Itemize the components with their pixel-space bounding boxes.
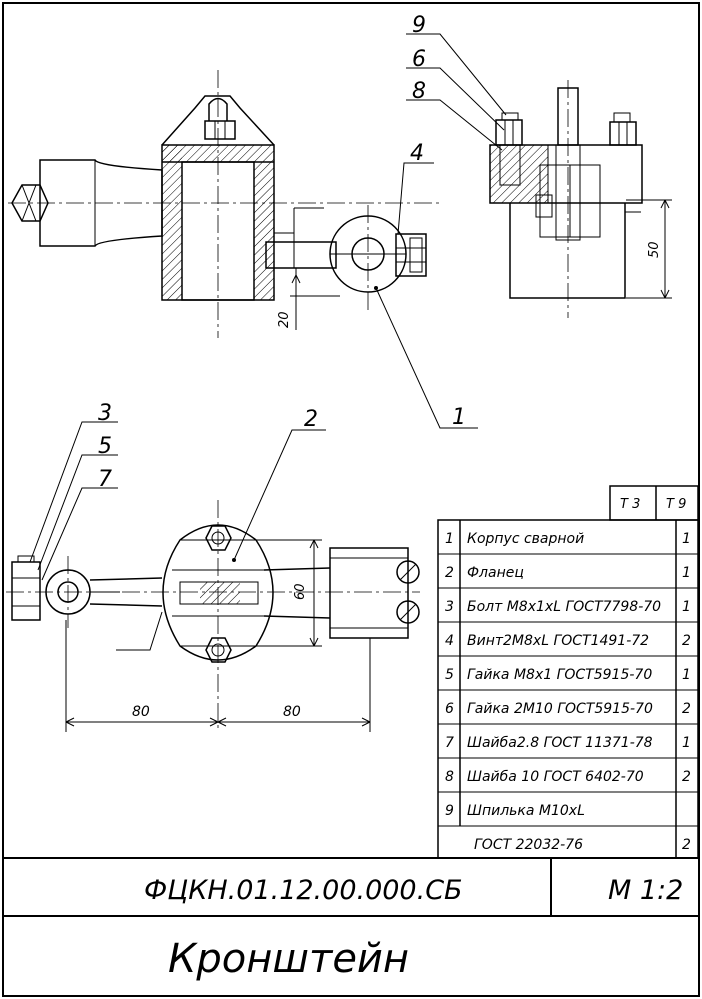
callout-8: 8 xyxy=(412,79,426,104)
callout-5: 5 xyxy=(98,434,112,459)
parts-row-position: 4 xyxy=(445,633,454,649)
parts-row-position: 1 xyxy=(445,531,454,547)
parts-row-position: 7 xyxy=(445,735,454,751)
parts-row-name: Винт2М8хL ГОСТ1491-72 xyxy=(467,633,649,649)
callout-3: 3 xyxy=(98,401,112,426)
parts-row-quantity: 1 xyxy=(682,565,691,581)
parts-row-position: 9 xyxy=(445,803,454,819)
parts-list-table: Т 3 Т 9 1 Корпус сварной 1 2 Фланец 1 3 Болт М8… xyxy=(437,485,699,859)
parts-row-name: Шпилька М10хL xyxy=(467,803,585,819)
parts-row-name: Болт М8х1хL ГОСТ7798-70 xyxy=(467,599,661,615)
parts-row-position: 6 xyxy=(445,701,454,717)
format-label-t9: Т 9 xyxy=(666,497,686,512)
parts-row-quantity: 2 xyxy=(682,837,691,853)
parts-row-name: Гайка 2М10 ГОСТ5915-70 xyxy=(467,701,653,717)
parts-row-quantity: 1 xyxy=(682,599,691,615)
dimension-80-left: 80 xyxy=(132,704,150,720)
callout-4: 4 xyxy=(410,141,424,166)
parts-row-name: Фланец xyxy=(467,565,524,581)
parts-row-position: 2 xyxy=(445,565,454,581)
dimension-labels: 20 50 60 80 80 xyxy=(132,241,662,720)
parts-row-name: Шайба2.8 ГОСТ 11371-78 xyxy=(467,735,653,751)
format-label-t3: Т 3 xyxy=(620,497,640,512)
callout-7: 7 xyxy=(98,467,112,492)
parts-row-quantity: 1 xyxy=(682,735,691,751)
drawing-name: Кронштейн xyxy=(168,936,409,982)
side-view xyxy=(406,33,672,318)
parts-row-quantity: 2 xyxy=(682,701,691,717)
parts-rows: 1 Корпус сварной 1 2 Фланец 1 3 Болт М8х1хL ГОС… xyxy=(445,531,691,853)
callout-6: 6 xyxy=(412,47,426,72)
parts-row-position: 5 xyxy=(445,667,454,683)
drawing-designation: ФЦКН.01.12.00.000.СБ xyxy=(144,875,463,906)
parts-row-name: Шайба 10 ГОСТ 6402-70 xyxy=(467,769,644,785)
callout-9: 9 xyxy=(412,13,426,38)
parts-row-position: 3 xyxy=(445,599,454,615)
parts-row-position: 8 xyxy=(445,769,454,785)
drawing-scale: М 1:2 xyxy=(608,875,683,906)
parts-row-quantity: 1 xyxy=(682,667,691,683)
callout-2: 2 xyxy=(304,407,318,432)
parts-row-quantity: 1 xyxy=(682,531,691,547)
dimension-60: 60 xyxy=(293,583,308,600)
plan-view xyxy=(6,421,420,732)
parts-row-quantity: 2 xyxy=(682,769,691,785)
callout-labels: 9 6 8 4 1 3 5 7 2 xyxy=(98,13,466,492)
dimension-50: 50 xyxy=(647,241,662,258)
callout-1: 1 xyxy=(452,405,466,430)
parts-row-name: Гайка М8х1 ГОСТ5915-70 xyxy=(467,667,652,683)
dimension-80-right: 80 xyxy=(283,704,301,720)
parts-row-name: Корпус сварной xyxy=(467,531,584,547)
title-block: ФЦКН.01.12.00.000.СБ М 1:2 Кронштейн xyxy=(3,857,699,982)
parts-row-name: ГОСТ 22032-76 xyxy=(474,837,583,853)
parts-row-quantity: 2 xyxy=(682,633,691,649)
front-view xyxy=(8,70,478,429)
dimension-20: 20 xyxy=(277,311,292,328)
